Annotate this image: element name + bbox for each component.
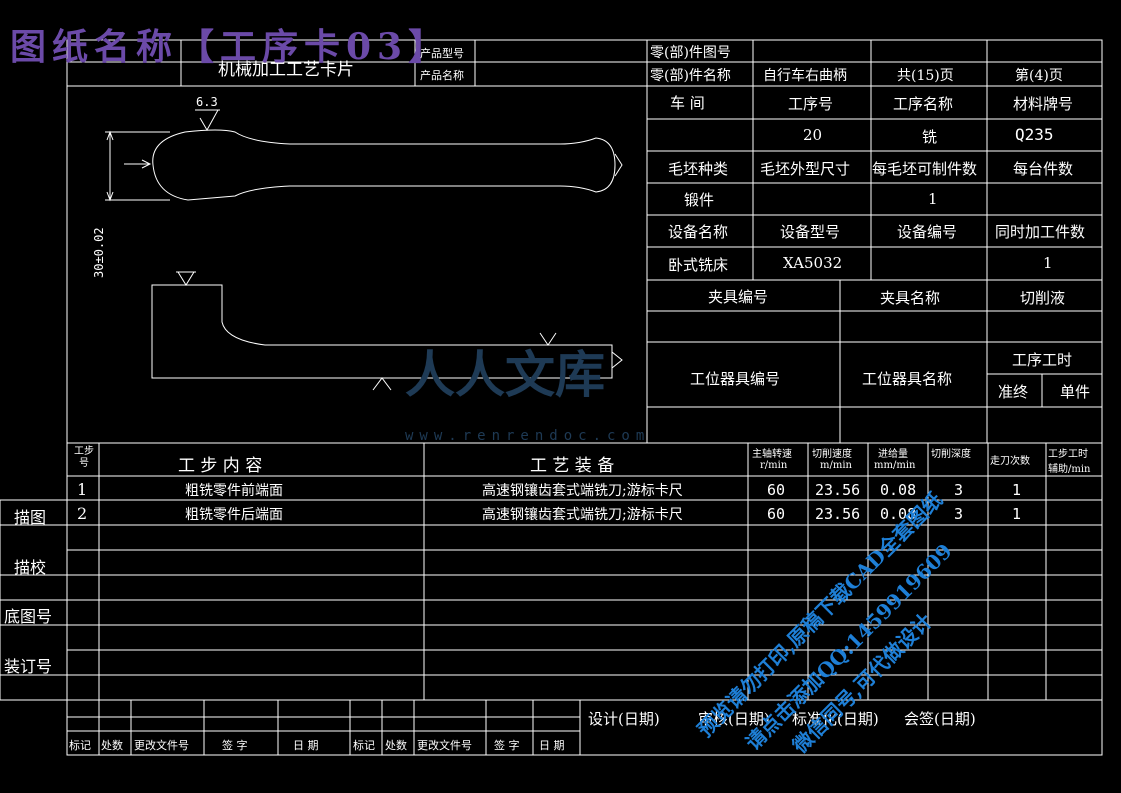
side-draw-label: 描图 bbox=[14, 508, 47, 527]
prep-label: 准终 bbox=[998, 383, 1029, 401]
product-model-label: 产品型号 bbox=[420, 47, 464, 60]
step-1-content: 粗铣零件前端面 bbox=[185, 483, 283, 499]
step-content-header: 工 步 内 容 bbox=[178, 456, 263, 476]
blank-type-label: 毛坯种类 bbox=[668, 160, 729, 178]
footer-design: 设计(日期) bbox=[588, 710, 660, 728]
step-no-header: 工步号 bbox=[74, 446, 94, 469]
footer-count-2: 处数 bbox=[385, 739, 407, 752]
roughness-label: 6.3 bbox=[196, 95, 218, 109]
step-1-speed: 60 bbox=[767, 481, 786, 499]
blank-size-label: 毛坯外型尺寸 bbox=[760, 160, 851, 178]
op-name-label: 工序名称 bbox=[893, 95, 954, 113]
footer-count-1: 处数 bbox=[101, 739, 123, 752]
fixture-no-label: 夹具编号 bbox=[708, 288, 769, 306]
step-1-depth: 3 bbox=[954, 481, 964, 499]
part-name-value: 自行车右曲柄 bbox=[763, 68, 847, 84]
footer-docno-2: 更改文件号 bbox=[417, 739, 472, 752]
footer-review: 审核(日期) bbox=[698, 710, 770, 728]
per-machine-label: 每台件数 bbox=[1013, 160, 1074, 178]
step-2-feed: 0.08 bbox=[880, 505, 917, 523]
product-name-label: 产品名称 bbox=[420, 69, 464, 82]
part-drawing bbox=[105, 109, 623, 391]
step-1-vc: 23.56 bbox=[815, 481, 861, 499]
side-binding-no-label: 装订号 bbox=[4, 657, 53, 676]
step-time-header: 工步工时 bbox=[1048, 449, 1088, 460]
per-blank-value: 1 bbox=[928, 190, 938, 208]
depth-header: 切削深度 bbox=[931, 449, 971, 460]
coolant-label: 切削液 bbox=[1020, 289, 1066, 307]
step-1-no: 1 bbox=[77, 480, 88, 499]
aux-time-header: 辅助/min bbox=[1048, 464, 1091, 475]
per-blank-label: 每毛坯可制件数 bbox=[872, 160, 978, 178]
total-pages: 共(15)页 bbox=[897, 68, 954, 84]
step-2-equipment: 高速钢镶齿套式端铣刀;游标卡尺 bbox=[482, 507, 683, 523]
side-check-label: 描校 bbox=[14, 558, 47, 577]
step-2-vc: 23.56 bbox=[815, 505, 861, 523]
footer-countersign: 会签(日期) bbox=[904, 710, 976, 728]
step-2-passes: 1 bbox=[1012, 505, 1022, 523]
footer-mark-2: 标记 bbox=[353, 739, 375, 752]
passes-header: 走刀次数 bbox=[990, 456, 1030, 467]
part-name-label: 零(部)件名称 bbox=[650, 68, 731, 84]
station-tool-name-label: 工位器具名称 bbox=[862, 370, 953, 388]
footer-sign-1: 签 字 bbox=[222, 739, 248, 752]
workshop-label: 车 间 bbox=[670, 94, 705, 112]
watermark-logo: 人人文库 bbox=[405, 345, 605, 404]
spindle-unit: r/min bbox=[760, 460, 788, 471]
step-1-equipment: 高速钢镶齿套式端铣刀;游标卡尺 bbox=[482, 483, 683, 499]
equip-model-value: XA5032 bbox=[783, 254, 843, 272]
equip-name-label: 设备名称 bbox=[668, 223, 729, 241]
equipment-header: 工 艺 装 备 bbox=[530, 456, 615, 476]
watermark-url: www.renrendoc.com bbox=[405, 428, 651, 444]
drawing-title-banner: 图纸名称【工序卡03】 bbox=[10, 26, 451, 68]
equip-name-value: 卧式铣床 bbox=[668, 256, 729, 274]
dimension-30: 30±0.02 bbox=[92, 227, 106, 278]
cutting-speed-header: 切削速度 bbox=[812, 449, 852, 460]
cutting-speed-unit: m/min bbox=[820, 460, 852, 471]
feed-unit: mm/min bbox=[874, 460, 916, 471]
footer-docno-1: 更改文件号 bbox=[134, 739, 189, 752]
simul-label: 同时加工件数 bbox=[995, 223, 1086, 241]
unit-time-label: 单件 bbox=[1060, 383, 1091, 401]
material-label: 材料牌号 bbox=[1013, 95, 1074, 113]
footer-date-1: 日 期 bbox=[293, 739, 319, 752]
page-number: 第(4)页 bbox=[1015, 68, 1063, 84]
spindle-header: 主轴转速 bbox=[752, 449, 792, 460]
step-2-content: 粗铣零件后端面 bbox=[185, 507, 283, 523]
op-name-value: 铣 bbox=[922, 128, 938, 146]
step-2-depth: 3 bbox=[954, 505, 964, 523]
step-1-passes: 1 bbox=[1012, 481, 1022, 499]
footer-sign-2: 签 字 bbox=[494, 739, 520, 752]
step-2-speed: 60 bbox=[767, 505, 786, 523]
op-time-label: 工序工时 bbox=[1012, 351, 1073, 369]
op-no-value: 20 bbox=[803, 126, 823, 144]
equip-model-label: 设备型号 bbox=[780, 223, 841, 241]
part-drawing-no-label: 零(部)件图号 bbox=[650, 45, 731, 61]
material-value: Q235 bbox=[1015, 125, 1054, 144]
step-1-feed: 0.08 bbox=[880, 481, 917, 499]
equip-no-label: 设备编号 bbox=[897, 223, 958, 241]
simul-value: 1 bbox=[1043, 254, 1053, 272]
step-2-no: 2 bbox=[77, 504, 88, 523]
card-title: 机械加工工艺卡片 bbox=[218, 60, 354, 80]
footer-mark-1: 标记 bbox=[69, 739, 91, 752]
side-base-no-label: 底图号 bbox=[4, 607, 53, 626]
op-no-label: 工序号 bbox=[788, 95, 834, 113]
footer-date-2: 日 期 bbox=[539, 739, 565, 752]
station-tool-no-label: 工位器具编号 bbox=[690, 370, 781, 388]
footer-standard: 标准化(日期) bbox=[792, 710, 879, 728]
fixture-name-label: 夹具名称 bbox=[880, 289, 941, 307]
feed-header: 进给量 bbox=[878, 449, 908, 460]
blank-type-value: 锻件 bbox=[684, 191, 715, 209]
